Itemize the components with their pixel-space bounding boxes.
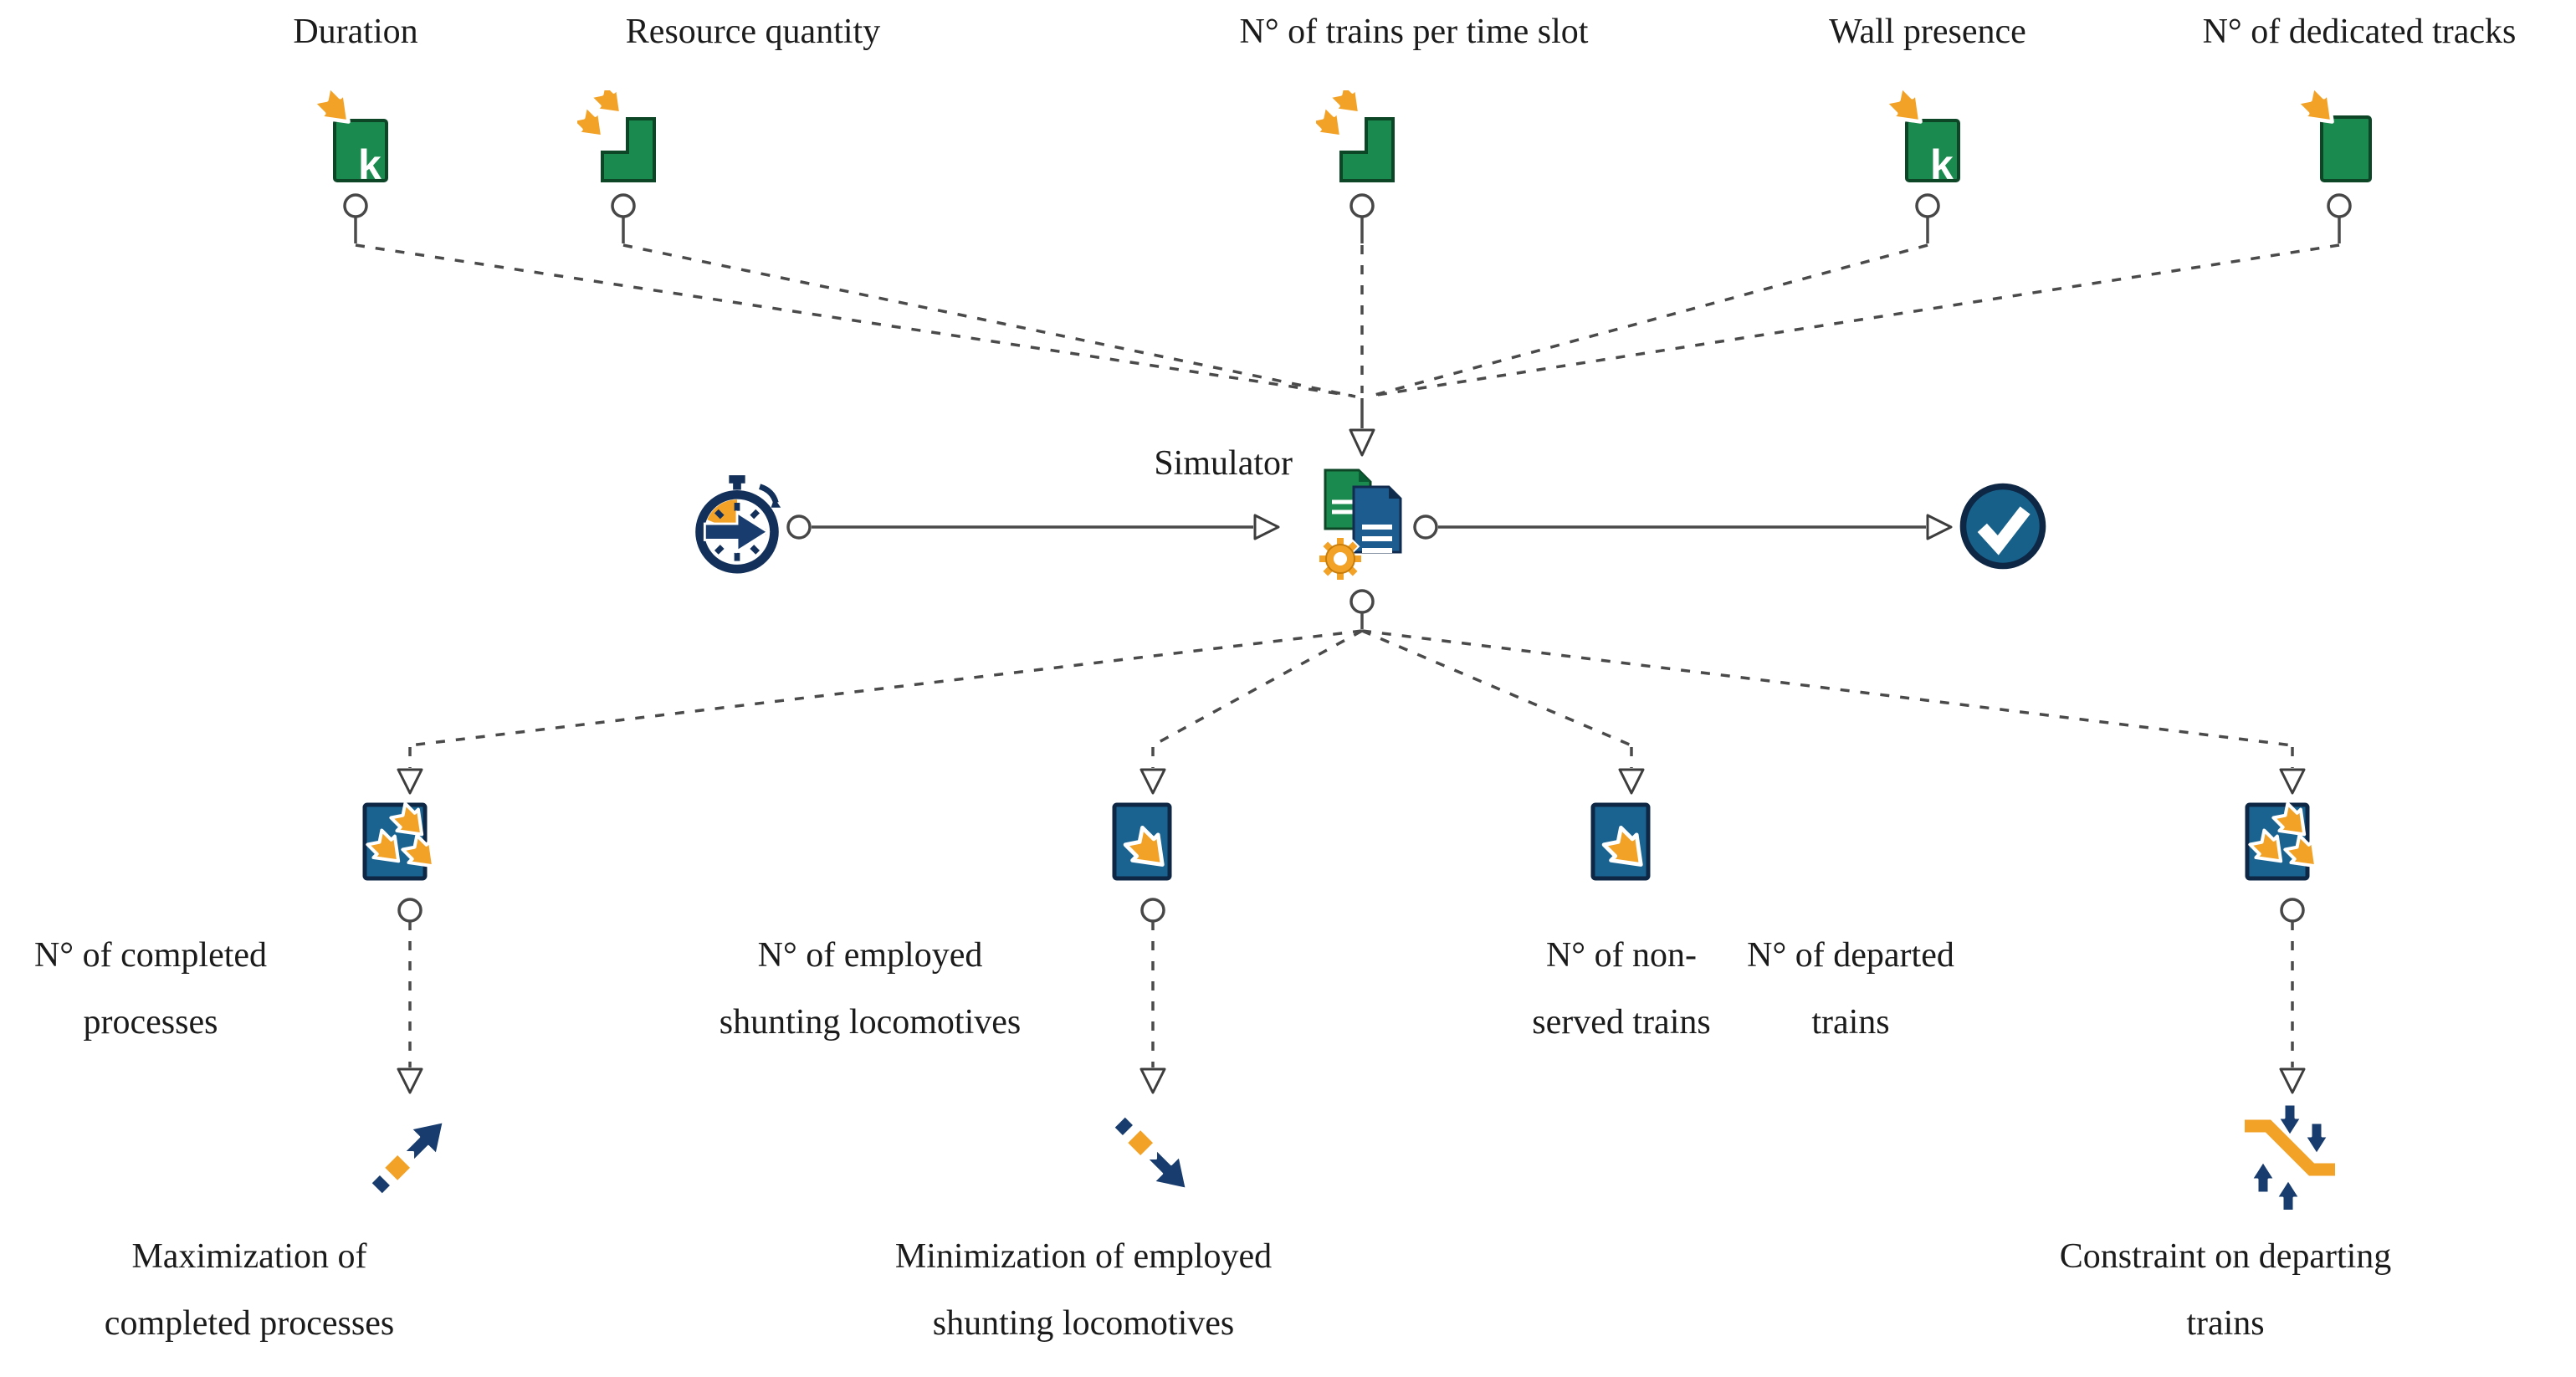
scheduler-node[interactable]	[689, 475, 786, 581]
arrowhead-down	[1349, 428, 1375, 457]
svg-text:k: k	[1930, 141, 1954, 188]
data-link	[1371, 243, 2340, 397]
objective-label-minimize: Minimization of employed shunting locomo…	[894, 1237, 1273, 1343]
arrowhead-down	[1618, 768, 1645, 795]
scalar-input-icon	[2293, 90, 2372, 182]
svg-text:k: k	[358, 141, 382, 188]
output-node-non-served-trains[interactable]	[1581, 801, 1682, 908]
output-label-non-served-trains: N° of non- served trains	[1532, 936, 1711, 1042]
simulator-script-icon	[1318, 468, 1402, 581]
constraint-node[interactable]	[2238, 1101, 2347, 1214]
arrowhead-down	[2279, 1067, 2306, 1094]
vector-output-icon	[360, 801, 460, 881]
input-label-dedicated-tracks: N° of dedicated tracks	[2202, 13, 2517, 51]
check-icon	[1959, 483, 2046, 570]
data-link	[622, 243, 1356, 398]
data-link	[1361, 629, 1632, 747]
input-node-trains-per-slot[interactable]	[1316, 90, 1408, 195]
arrowhead-down	[1139, 768, 1166, 795]
input-node-dedicated-tracks[interactable]	[2293, 90, 2385, 195]
minimize-objective-icon	[1112, 1114, 1201, 1204]
output-port[interactable]	[786, 514, 812, 540]
vector-input-icon	[577, 90, 656, 182]
data-link	[1361, 629, 2293, 747]
input-label-resource-quantity: Resource quantity	[625, 13, 881, 51]
output-node-shunting-locomotives[interactable]	[1103, 801, 1203, 908]
constraint-label: Constraint on departing trains	[2059, 1237, 2392, 1343]
scalar-output-icon	[1112, 802, 1203, 881]
output-node-completed-processes[interactable]	[360, 801, 460, 908]
input-label-wall-presence: Wall presence	[1829, 13, 2026, 51]
constant-input-icon: k	[310, 90, 388, 188]
objective-label-maximize: Maximization of completed processes	[104, 1237, 395, 1343]
output-port[interactable]	[1349, 589, 1375, 614]
gear-icon	[1318, 536, 1363, 581]
output-port[interactable]	[1915, 193, 1940, 218]
data-link	[409, 629, 1363, 747]
output-port[interactable]	[611, 193, 636, 218]
constant-input-icon: k	[1882, 90, 1960, 188]
arrowhead-down	[397, 768, 423, 795]
output-port[interactable]	[2327, 193, 2352, 218]
arrowhead-down	[1139, 1067, 1166, 1094]
output-node-departed-trains[interactable]	[2242, 801, 2343, 908]
simulator-node[interactable]	[1312, 465, 1412, 593]
exit-node[interactable]	[1955, 479, 2051, 578]
scheduler-clock-icon	[695, 475, 781, 574]
arrowhead-right	[1926, 514, 1953, 540]
output-port[interactable]	[343, 193, 368, 218]
arrowhead-down	[397, 1067, 423, 1094]
objective-node-maximize[interactable]	[356, 1101, 464, 1214]
output-label-completed-processes: N° of completed processes	[33, 936, 268, 1042]
objective-node-minimize[interactable]	[1099, 1101, 1207, 1214]
arrowhead-right	[1253, 514, 1280, 540]
vector-output-icon	[2242, 801, 2343, 881]
input-label-duration: Duration	[293, 13, 418, 51]
constraint-icon	[2245, 1103, 2335, 1213]
input-label-trains-per-slot: N° of trains per time slot	[1239, 13, 1589, 51]
arrowhead-down	[2279, 768, 2306, 795]
input-node-duration[interactable]: k	[310, 90, 402, 195]
output-label-departed-trains: N° of departed trains	[1747, 936, 1954, 1042]
output-label-shunting-locomotives: N° of employed shunting locomotives	[719, 936, 1022, 1042]
simulator-label: Simulator	[1154, 444, 1293, 483]
maximize-objective-icon	[369, 1107, 458, 1196]
input-node-wall-presence[interactable]: k	[1882, 90, 1974, 195]
output-port[interactable]	[1349, 193, 1375, 218]
data-link	[1368, 243, 1928, 398]
vector-input-icon	[1316, 90, 1395, 182]
data-link	[355, 243, 1353, 397]
data-link	[1152, 629, 1363, 747]
scalar-output-icon	[1590, 802, 1682, 881]
input-node-resource-quantity[interactable]	[577, 90, 669, 195]
output-port[interactable]	[1413, 514, 1438, 540]
